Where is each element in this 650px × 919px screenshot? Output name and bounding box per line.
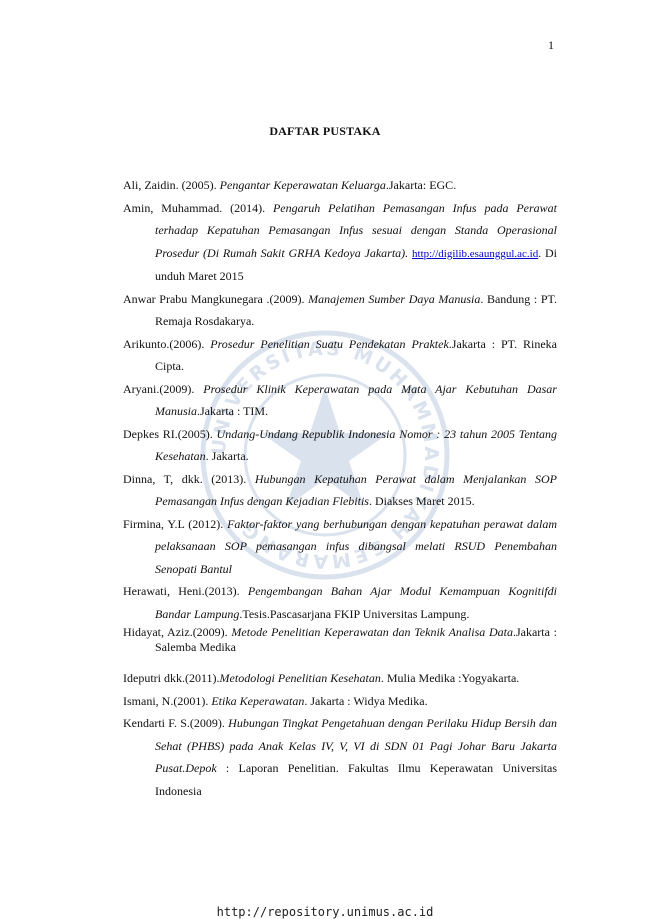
reference-link[interactable]: http://digilib.esaunggul.ac.id (412, 247, 539, 260)
reference-entry: Anwar Prabu Mangkunegara .(2009). Manaje… (123, 288, 557, 333)
reference-publisher: . Jakarta. (205, 449, 249, 463)
reference-title: Manajemen Sumber Daya Manusia (308, 291, 481, 306)
reference-author: Depkes RI.(2005). (123, 426, 217, 441)
reference-title: Hubungan Kepatuhan Perawat dalam Menjala… (155, 471, 557, 509)
reference-publisher: . Mulia Medika :Yogyakarta. (380, 671, 520, 685)
reference-publisher: . Di unduh Maret 2015 (155, 245, 558, 284)
reference-title: Metodologi Penelitian Kesehatan (219, 671, 381, 685)
reference-title: Pengaruh Pelatihan Pemasangan Infus pada… (155, 200, 557, 260)
university-seal-watermark: UNIVERSITAS MUHAMMADIYAH SEMARANG (200, 330, 450, 580)
reference-author: Amin, Muhammad. (2014). (123, 200, 273, 215)
reference-publisher: .Jakarta : Salemba Medika (155, 625, 558, 654)
reference-author: Ismani, N.(2001). (123, 693, 212, 708)
reference-list: Ali, Zaidin. (2005). Pengantar Keperawat… (123, 174, 557, 802)
reference-publisher: : Laporan Penelitian. Fakultas Ilmu Kepe… (155, 761, 557, 798)
reference-title: Hubungan Tingkat Pengetahuan dengan Peri… (155, 716, 557, 775)
reference-entry: Arikunto.(2006). Prosedur Penelitian Sua… (123, 333, 557, 378)
reference-entry: Amin, Muhammad. (2014). Pengaruh Pelatih… (123, 197, 557, 288)
reference-title: Prosedur Klinik Keperawatan pada Mata Aj… (155, 381, 557, 419)
reference-entry: Firmina, Y.L (2012). Faktor-faktor yang … (123, 513, 557, 581)
reference-publisher: .Jakarta: EGC. (385, 178, 457, 192)
footer-url: http://repository.unimus.ac.id (216, 905, 434, 919)
reference-author: Aryani.(2009). (123, 381, 204, 396)
reference-entry: Depkes RI.(2005). Undang-Undang Republik… (123, 423, 557, 468)
reference-entry: Aryani.(2009). Prosedur Klinik Keperawat… (123, 378, 557, 423)
reference-entry: Ali, Zaidin. (2005). Pengantar Keperawat… (123, 174, 557, 197)
reference-title: Pengembangan Bahan Ajar Modul Kemampuan … (155, 584, 558, 621)
reference-title: Pengantar Keperawatan Keluarga (219, 178, 386, 192)
reference-title: Metode Penelitian Keperawatan dan Teknik… (231, 625, 513, 639)
reference-publisher: . Jakarta : Widya Medika. (304, 693, 428, 708)
reference-title: Faktor-faktor yang berhubungan dengan ke… (155, 516, 557, 576)
reference-author: Dinna, T, dkk. (2013). (123, 471, 255, 486)
reference-publisher: . Bandung : PT. Remaja Rosdakarya. (155, 291, 557, 329)
reference-entry: Dinna, T, dkk. (2013). Hubungan Kepatuha… (123, 468, 557, 513)
reference-author: Herawati, Heni.(2013). (123, 584, 248, 598)
reference-author: Arikunto.(2006). (123, 336, 211, 351)
reference-author: Hidayat, Aziz.(2009). (123, 625, 232, 639)
reference-title: Prosedur Penelitian Suatu Pendekatan Pra… (210, 336, 449, 351)
reference-entry: Ideputri dkk.(2011).Metodologi Penelitia… (123, 667, 557, 690)
reference-author: Anwar Prabu Mangkunegara .(2009). (123, 291, 309, 306)
reference-author: Ideputri dkk.(2011). (123, 671, 220, 685)
reference-author: Ali, Zaidin. (2005). (123, 178, 220, 192)
reference-title: Etika Keperawatan (211, 693, 305, 708)
reference-publisher: .Tesis.Pascasarjana FKIP Universitas Lam… (239, 606, 470, 621)
reference-publisher: . Diakses Maret 2015. (368, 494, 475, 508)
page-title: DAFTAR PUSTAKA (269, 124, 381, 138)
reference-author: Kendarti F. S.(2009). (123, 716, 229, 730)
reference-title: Undang-Undang Republik Indonesia Nomor :… (155, 426, 557, 464)
reference-entry: Hidayat, Aziz.(2009). Metode Penelitian … (123, 625, 557, 655)
reference-publisher: .Jakarta : PT. Rineka Cipta. (155, 336, 557, 374)
reference-entry: Herawati, Heni.(2013). Pengembangan Baha… (123, 580, 557, 625)
reference-publisher: .Jakarta : TIM. (197, 404, 269, 418)
reference-entry: Kendarti F. S.(2009). Hubungan Tingkat P… (123, 712, 557, 802)
page-number: 1 (548, 38, 554, 52)
reference-entry: Ismani, N.(2001). Etika Keperawatan. Jak… (123, 690, 557, 713)
reference-author: Firmina, Y.L (2012). (123, 516, 228, 531)
